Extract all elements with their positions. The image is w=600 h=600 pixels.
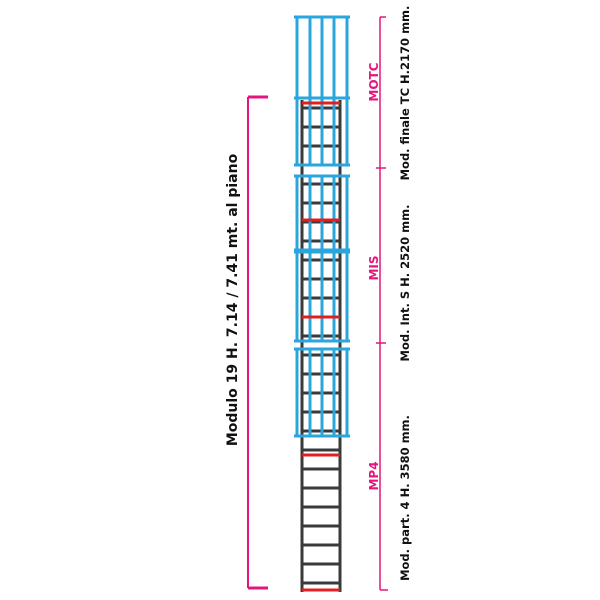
cage-segment: [294, 174, 350, 252]
module-joints: [302, 101, 340, 592]
cage-segment: [294, 250, 350, 343]
module-code-motc: MOTC: [367, 62, 381, 101]
cage-segment: [294, 96, 350, 167]
module-code-mis: MIS: [367, 255, 381, 280]
cage-segment: [294, 15, 350, 100]
overall-height-label: Modulo 19 H. 7.14 / 7.41 mt. al piano: [225, 153, 241, 446]
module-desc-mis: Mod. Int. S H. 2520 mm.: [398, 205, 412, 362]
cage-segment: [294, 347, 350, 438]
module-dimension-line: [376, 16, 388, 591]
module-code-mp4: MP4: [367, 461, 381, 490]
module-desc-mp4: Mod. part. 4 H. 3580 mm.: [398, 415, 412, 581]
overall-dimension-line: [247, 95, 268, 590]
safety-cages: [294, 15, 350, 438]
module-desc-motc: Mod. finale TC H.2170 mm.: [398, 6, 412, 181]
ladder-rails: [300, 100, 342, 592]
